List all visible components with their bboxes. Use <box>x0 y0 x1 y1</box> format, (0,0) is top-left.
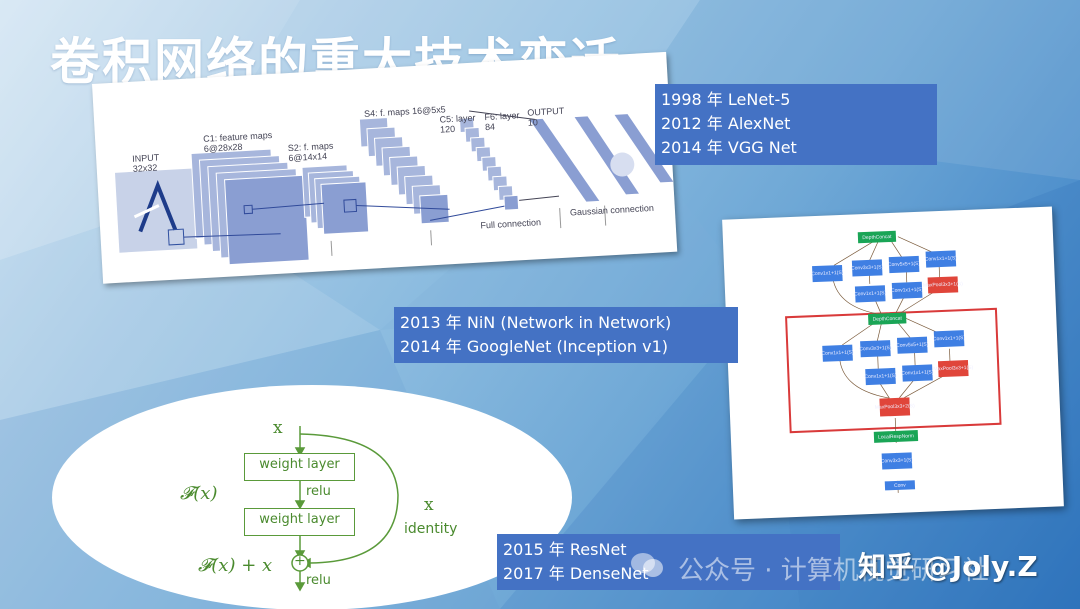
timeline-box-3: 2015 年 ResNet 2017 年 DenseNet <box>497 534 840 590</box>
input-x-label: x <box>273 418 283 438</box>
timeline-item: 2015 年 ResNet <box>503 540 627 559</box>
timeline-item: 1998 年 LeNet-5 <box>661 90 791 109</box>
timeline-item: 2017 年 DenseNet <box>503 564 649 583</box>
timeline-item: 2012 年 AlexNet <box>661 114 791 133</box>
wechat-watermark: 公众号 · 计算机视觉研习社 <box>678 556 989 586</box>
lenet-diagram <box>114 110 674 266</box>
fx-label: 𝓕(x) <box>180 483 218 504</box>
identity-x-label: x <box>424 495 434 515</box>
zhihu-watermark: 知乎 @Joly.Z <box>858 550 1038 583</box>
timeline-box-2: 2013 年 NiN (Network in Network) 2014 年 G… <box>394 307 738 363</box>
relu-label-2: relu <box>306 573 331 588</box>
timeline-item: 2014 年 VGG Net <box>661 138 797 157</box>
timeline-item: 2013 年 NiN (Network in Network) <box>400 313 672 332</box>
identity-label: identity <box>404 521 458 537</box>
fx-plus-x-label: 𝓕(x) + x <box>198 555 273 576</box>
timeline-item: 2014 年 GoogleNet (Inception v1) <box>400 337 669 356</box>
plus-icon: + <box>294 553 306 569</box>
weight-layer-1: weight layer <box>244 453 355 481</box>
relu-label-1: relu <box>306 484 331 499</box>
wechat-icon <box>630 552 664 578</box>
timeline-box-1: 1998 年 LeNet-5 2012 年 AlexNet 2014 年 VGG… <box>655 84 937 165</box>
resnet-highlight <box>52 385 572 609</box>
weight-layer-2: weight layer <box>244 508 355 536</box>
